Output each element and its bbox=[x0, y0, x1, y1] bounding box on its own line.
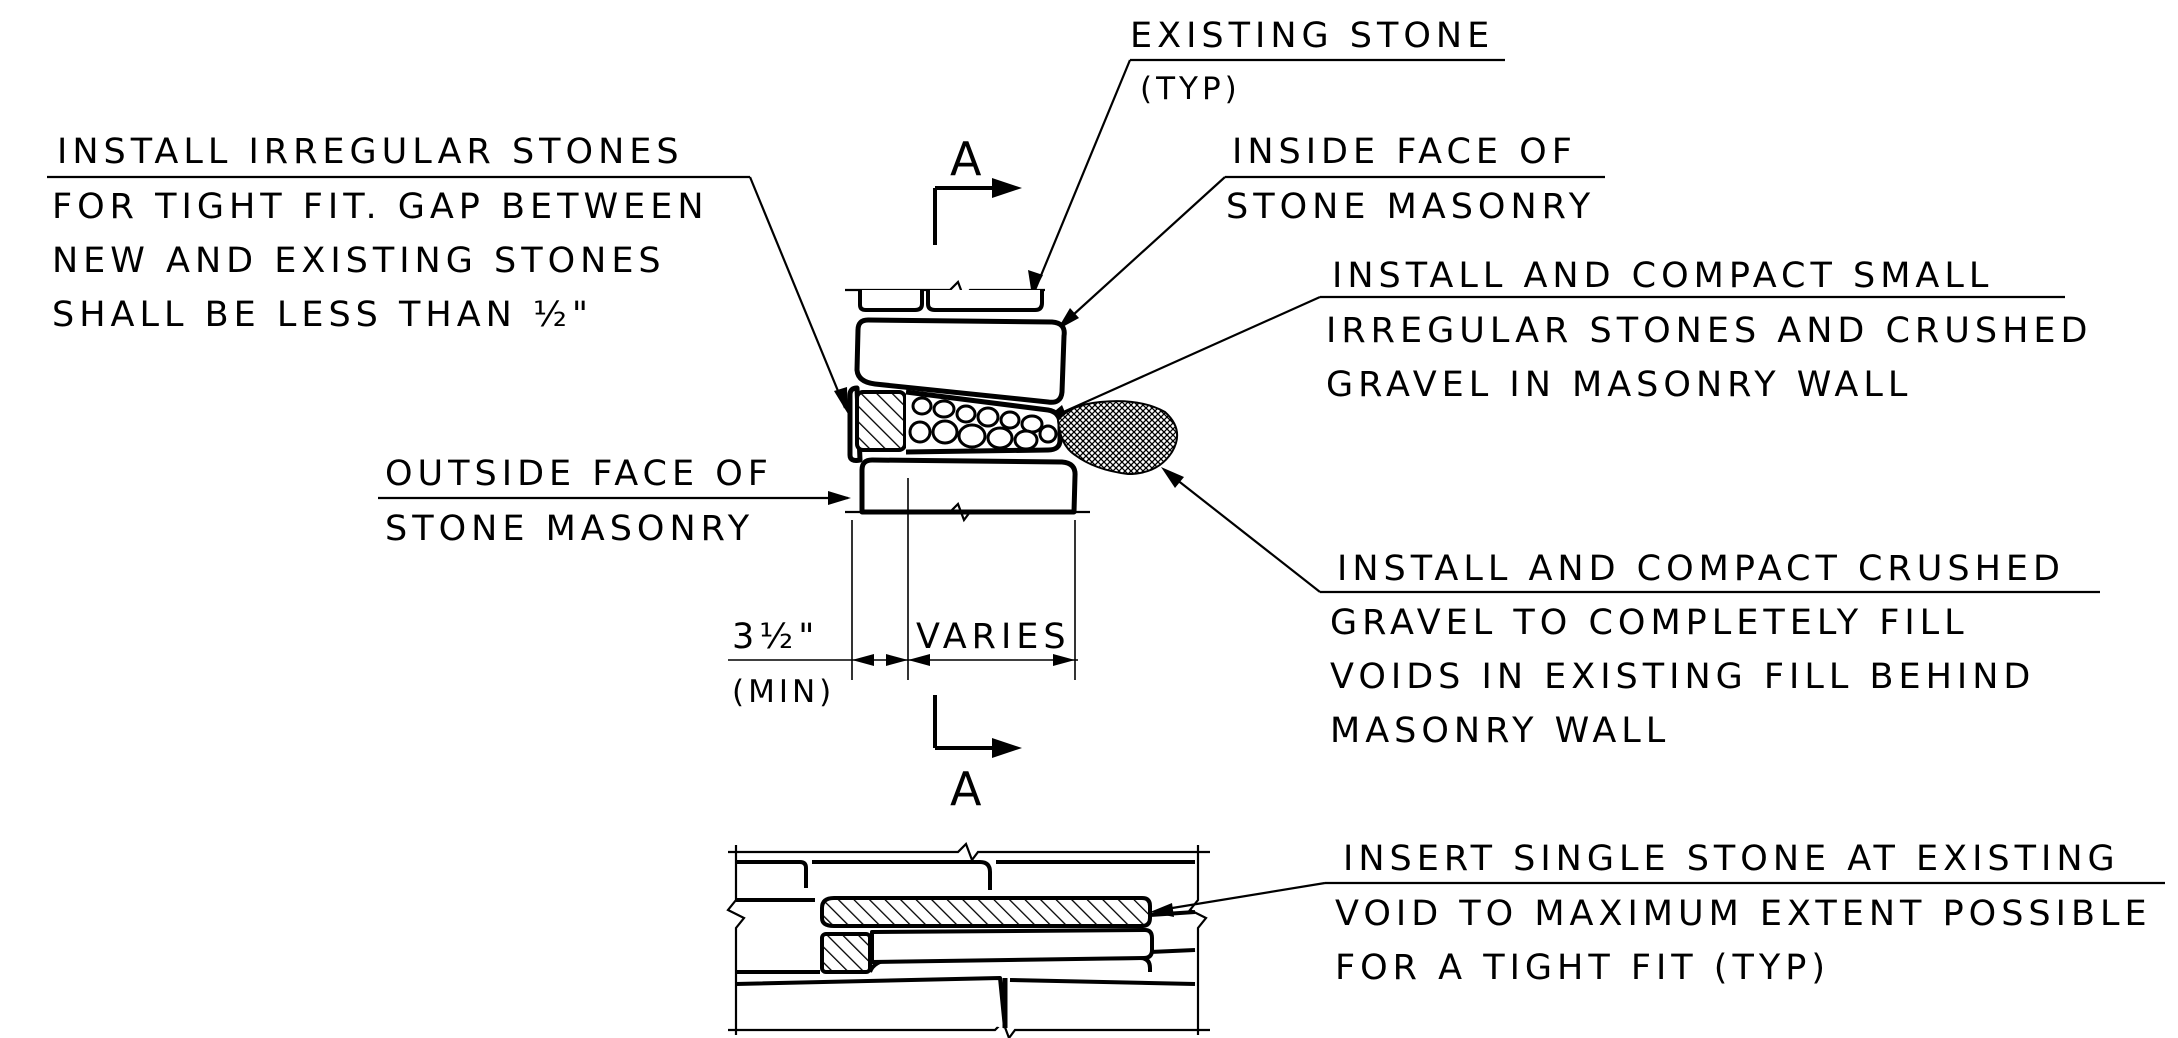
note-insert-single-line-3: FOR A TIGHT FIT (TYP) bbox=[1335, 948, 1830, 988]
wall-elevation-view bbox=[726, 842, 1210, 1038]
existing-stone bbox=[736, 860, 808, 888]
dim-min-label: (MIN) bbox=[732, 674, 835, 710]
leader-line bbox=[1049, 295, 1321, 420]
note-install-compact-small-line-3: GRAVEL IN MASONRY WALL bbox=[1326, 365, 1912, 405]
break-line bbox=[726, 845, 746, 1035]
leader-line bbox=[748, 176, 847, 409]
note-existing-stone-line-2: (TYP) bbox=[1140, 71, 1241, 107]
note-install-compact-crushed-line-3: VOIDS IN EXISTING FILL BEHIND bbox=[1330, 657, 2035, 697]
note-insert-single-line-1: INSERT SINGLE STONE AT EXISTING bbox=[1343, 839, 2120, 879]
existing-stone bbox=[812, 860, 992, 890]
break-line bbox=[845, 502, 1090, 523]
note-install-compact-crushed: INSTALL AND COMPACT CRUSHED GRAVEL TO CO… bbox=[1161, 467, 2100, 751]
existing-stone bbox=[1149, 948, 1196, 954]
new-irregular-stone bbox=[855, 390, 907, 452]
dim-min-depth: 3½" bbox=[732, 617, 819, 657]
existing-stone bbox=[1009, 978, 1196, 986]
note-inside-face: INSIDE FACE OF STONE MASONRY bbox=[1057, 132, 1605, 330]
dim-arrow bbox=[908, 654, 930, 666]
dim-arrow bbox=[1053, 654, 1075, 666]
crushed-gravel-fill bbox=[1056, 400, 1179, 476]
existing-stone bbox=[858, 290, 924, 312]
note-install-compact-small: INSTALL AND COMPACT SMALL IRREGULAR STON… bbox=[1043, 256, 2092, 421]
note-install-compact-crushed-line-2: GRAVEL TO COMPLETELY FILL bbox=[1330, 603, 1969, 643]
note-install-irregular-line-1: INSTALL IRREGULAR STONES bbox=[57, 132, 684, 172]
note-install-compact-crushed-line-4: MASONRY WALL bbox=[1330, 711, 1670, 751]
section-mark-top-letter: A bbox=[950, 132, 982, 186]
note-insert-single: INSERT SINGLE STONE AT EXISTING VOID TO … bbox=[1150, 839, 2165, 988]
note-install-compact-small-line-1: INSTALL AND COMPACT SMALL bbox=[1332, 256, 1993, 296]
section-mark-top: A bbox=[933, 132, 1022, 245]
note-outside-face: OUTSIDE FACE OF STONE MASONRY bbox=[378, 454, 851, 549]
break-line bbox=[728, 1020, 1210, 1038]
dim-arrow bbox=[852, 654, 874, 666]
section-arrow-head bbox=[992, 178, 1022, 198]
leader-line bbox=[1033, 59, 1132, 291]
dim-arrow bbox=[886, 654, 908, 666]
new-irregular-stone bbox=[820, 932, 872, 974]
note-inside-face-line-1: INSIDE FACE OF bbox=[1232, 132, 1577, 172]
note-outside-face-line-2: STONE MASONRY bbox=[385, 509, 754, 549]
note-install-irregular-line-4: SHALL BE LESS THAN ½" bbox=[52, 295, 593, 335]
leader-arrow bbox=[1161, 467, 1184, 488]
note-existing-stone: EXISTING STONE (TYP) bbox=[1028, 16, 1505, 296]
leader-line bbox=[1166, 471, 1321, 593]
existing-stone bbox=[735, 976, 1007, 1029]
note-install-irregular-line-3: NEW AND EXISTING STONES bbox=[52, 241, 666, 281]
note-install-irregular-line-2: FOR TIGHT FIT. GAP BETWEEN bbox=[52, 187, 709, 227]
existing-stone bbox=[854, 317, 1067, 405]
break-line bbox=[728, 842, 1210, 863]
section-mark-bottom: A bbox=[933, 695, 1022, 816]
existing-stone bbox=[926, 290, 1044, 312]
leader-line bbox=[1061, 176, 1226, 326]
note-outside-face-line-1: OUTSIDE FACE OF bbox=[385, 454, 773, 494]
inserted-single-stone bbox=[820, 896, 1152, 928]
existing-stone bbox=[859, 457, 1078, 515]
section-mark-bottom-letter: A bbox=[950, 762, 982, 816]
break-line bbox=[1188, 845, 1208, 1035]
wall-section-view bbox=[845, 280, 1179, 523]
leader-line bbox=[1159, 881, 1326, 912]
section-arrow-head bbox=[992, 738, 1022, 758]
note-install-compact-small-line-2: IRREGULAR STONES AND CRUSHED bbox=[1326, 311, 2092, 351]
note-install-compact-crushed-line-1: INSTALL AND COMPACT CRUSHED bbox=[1337, 549, 2065, 589]
existing-stone bbox=[870, 928, 1154, 964]
note-insert-single-line-2: VOID TO MAXIMUM EXTENT POSSIBLE bbox=[1335, 894, 2152, 934]
dimension-group: 3½" (MIN) VARIES bbox=[728, 478, 1078, 710]
small-irregular-stones bbox=[908, 396, 1058, 451]
leader-arrow bbox=[834, 387, 848, 414]
leader-arrow bbox=[828, 491, 851, 505]
existing-stone bbox=[1149, 910, 1196, 917]
note-inside-face-line-2: STONE MASONRY bbox=[1226, 187, 1595, 227]
dim-varies: VARIES bbox=[916, 617, 1071, 657]
note-install-irregular: INSTALL IRREGULAR STONES FOR TIGHT FIT. … bbox=[47, 132, 848, 414]
note-existing-stone-line-1: EXISTING STONE bbox=[1130, 16, 1494, 56]
